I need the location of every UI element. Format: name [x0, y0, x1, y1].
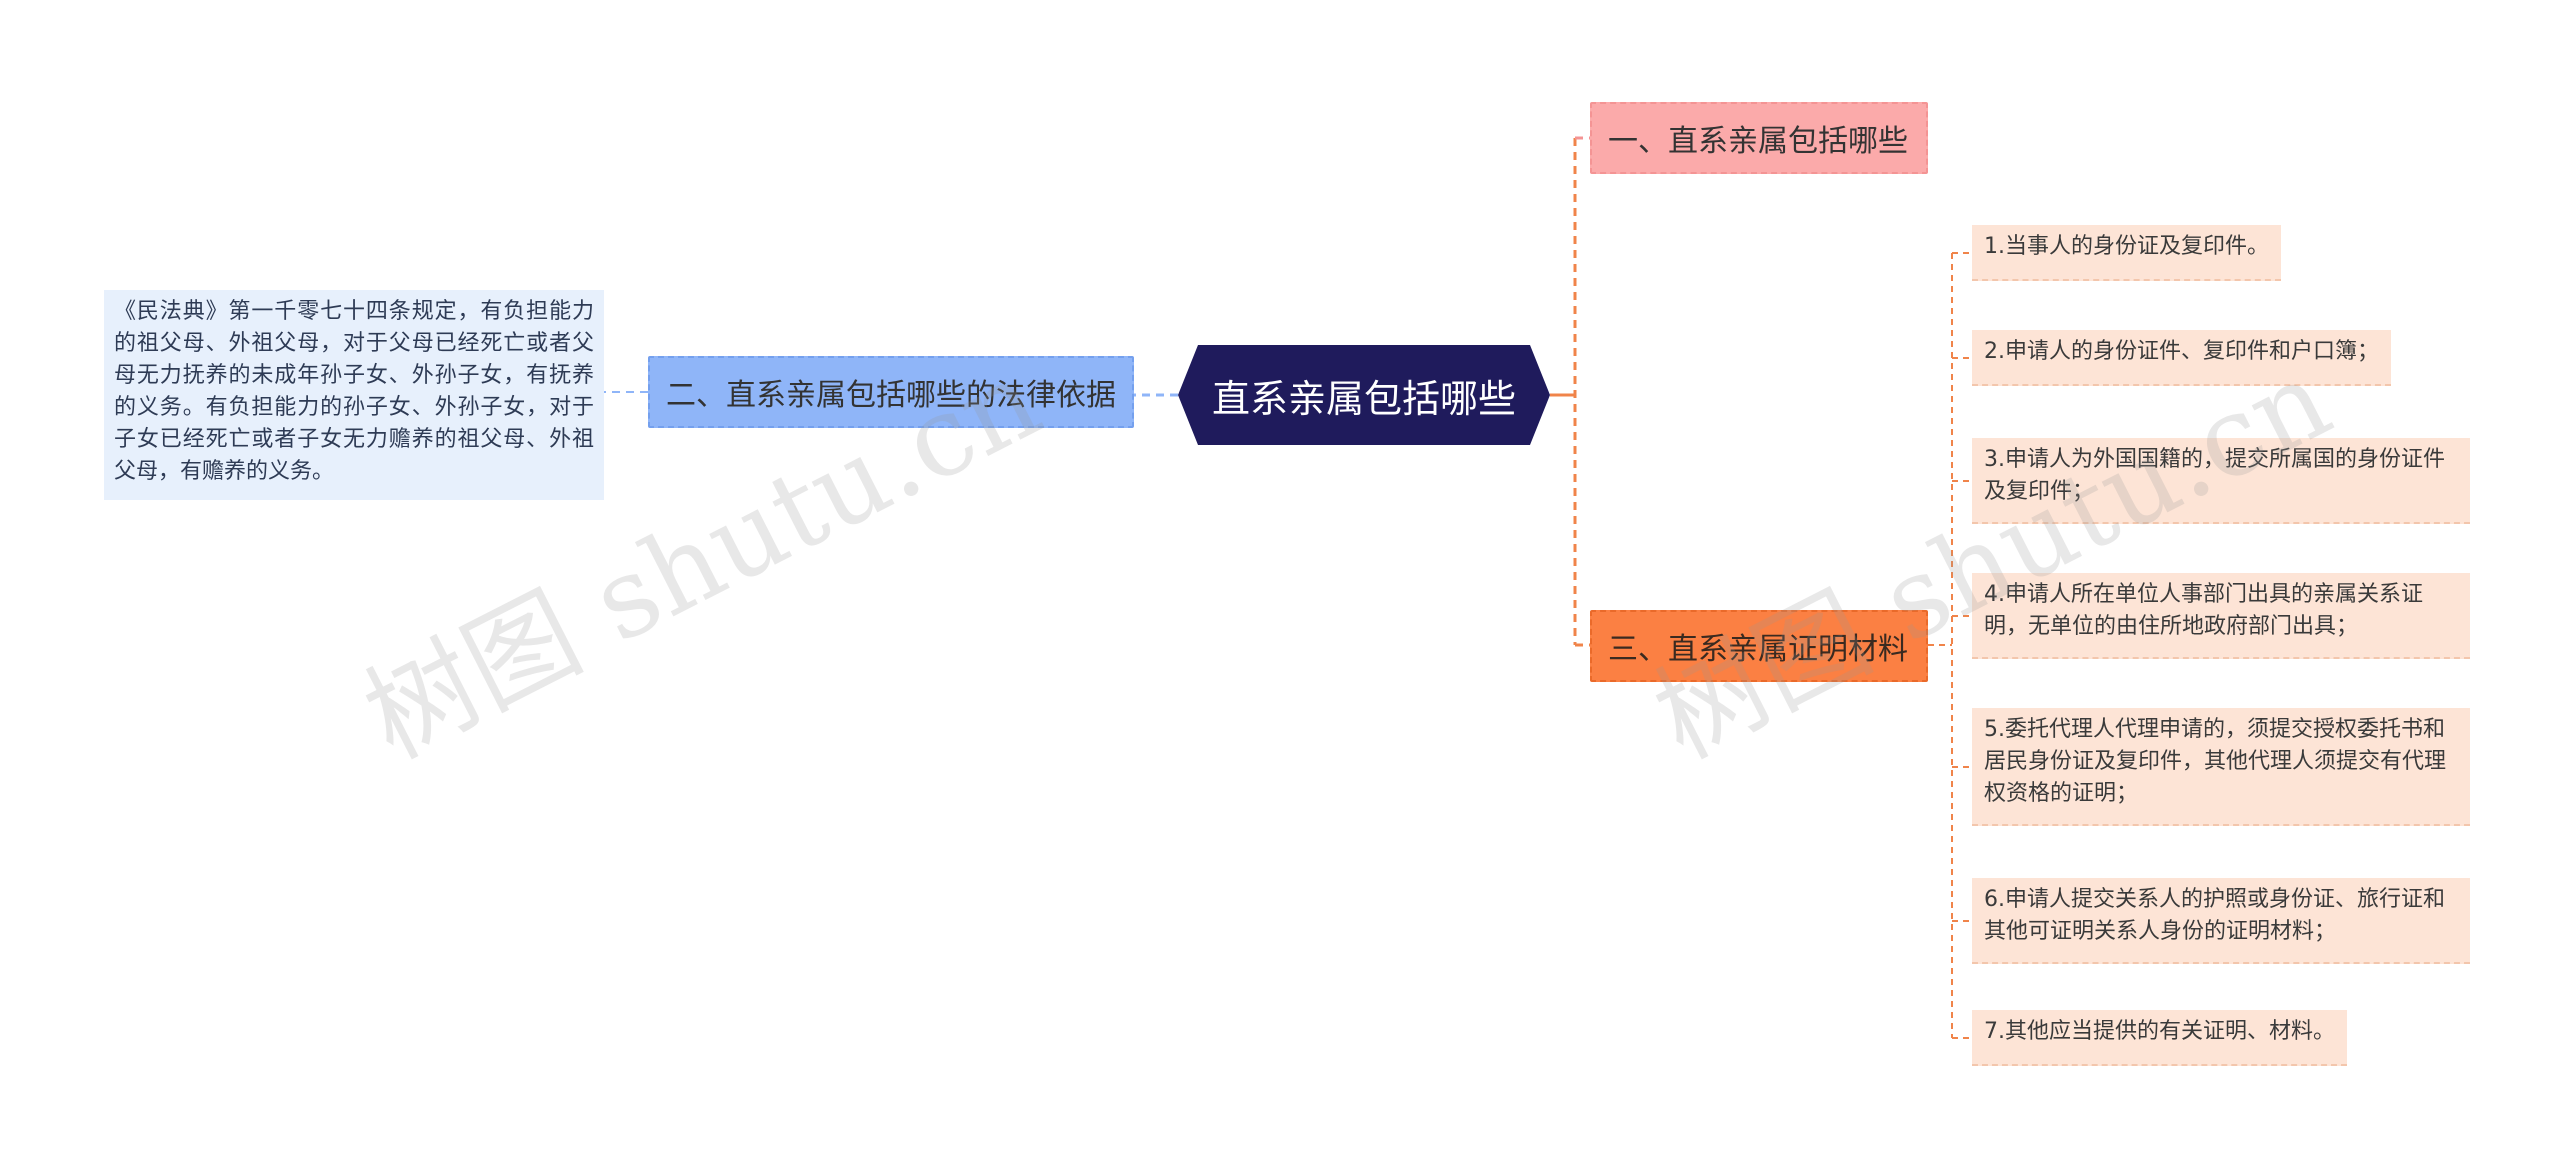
material-item[interactable]: 2.申请人的身份证件、复印件和户口簿； — [1972, 330, 2391, 386]
branch-topic-definition[interactable]: 一、直系亲属包括哪些 — [1590, 102, 1928, 174]
material-item[interactable]: 4.申请人所在单位人事部门出具的亲属关系证明，无单位的由住所地政府部门出具； — [1972, 573, 2470, 659]
material-item[interactable]: 1.当事人的身份证及复印件。 — [1972, 225, 2281, 281]
material-item[interactable]: 7.其他应当提供的有关证明、材料。 — [1972, 1010, 2347, 1066]
material-item[interactable]: 6.申请人提交关系人的护照或身份证、旅行证和其他可证明关系人身份的证明材料； — [1972, 878, 2470, 964]
branch-topic-proof-materials[interactable]: 三、直系亲属证明材料 — [1590, 610, 1928, 682]
material-item[interactable]: 5.委托代理人代理申请的，须提交授权委托书和居民身份证及复印件，其他代理人须提交… — [1972, 708, 2470, 826]
branch-topic-legal-basis[interactable]: 二、直系亲属包括哪些的法律依据 — [648, 356, 1134, 428]
legal-basis-text[interactable]: 《民法典》第一千零七十四条规定，有负担能力的祖父母、外祖父母，对于父母已经死亡或… — [104, 290, 604, 500]
material-item[interactable]: 3.申请人为外国国籍的，提交所属国的身份证件及复印件； — [1972, 438, 2470, 524]
root-topic[interactable]: 直系亲属包括哪些 — [1178, 345, 1550, 445]
